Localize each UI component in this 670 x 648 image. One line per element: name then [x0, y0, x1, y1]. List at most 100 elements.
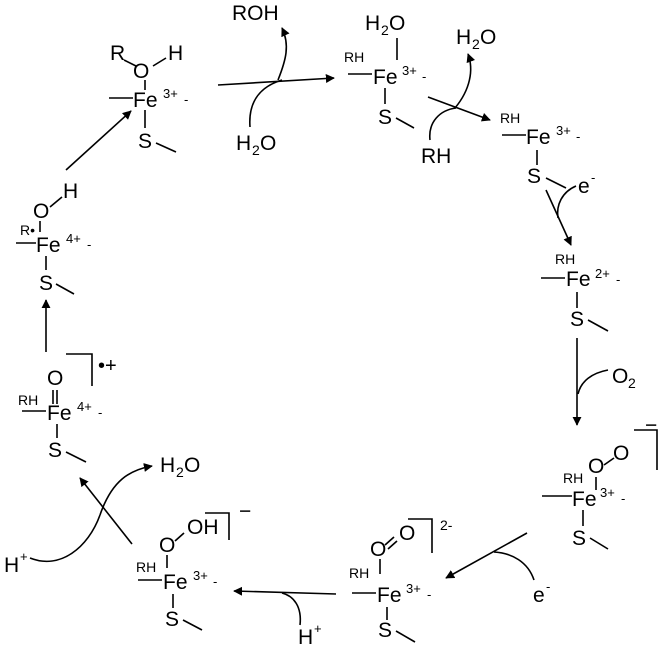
- oxidation-state: 2+: [595, 266, 610, 281]
- radical-r-label: R•: [20, 222, 35, 238]
- s-cys-bond: [182, 619, 203, 631]
- reagent-oxygen-gas: O 2: [612, 365, 636, 391]
- bracket: [408, 518, 433, 553]
- iron-label: Fe: [133, 89, 158, 112]
- proximal-oxygen-label: O: [370, 538, 386, 561]
- substrate-rh-label: RH: [500, 110, 520, 126]
- iron-label: Fe: [377, 584, 402, 607]
- arrow-proton-in-left: [29, 514, 101, 563]
- electron-charge: -: [546, 579, 550, 594]
- s-cys-bond: [545, 177, 567, 189]
- iron-label: Fe: [163, 571, 188, 594]
- electron-label: e: [533, 584, 545, 607]
- proximal-oxygen-label: O: [159, 534, 175, 557]
- arrow-proton-in-bottom: [281, 592, 302, 626]
- electron-label: e: [578, 175, 590, 198]
- bracket: [66, 353, 93, 386]
- charge-dash: -: [427, 587, 431, 602]
- charge-dash: -: [621, 491, 625, 506]
- sulfur-label: S: [165, 608, 179, 631]
- bracket: [205, 512, 230, 540]
- sulfur-label: S: [378, 106, 392, 129]
- oxidation-state: 3+: [406, 581, 421, 596]
- reagent-substrate-in: RH: [421, 145, 451, 168]
- substrate-label: RH: [421, 145, 451, 168]
- reagent-electron-1: e -: [578, 170, 595, 198]
- oxidation-state: 3+: [600, 485, 615, 500]
- reagent-proton-bottom: H +: [298, 621, 322, 648]
- water-o: O: [260, 132, 276, 155]
- sulfur-label: S: [48, 439, 62, 462]
- o-o-bond: [603, 457, 615, 466]
- oxidation-state: 3+: [402, 63, 417, 78]
- o-o-bond-b: [387, 540, 398, 550]
- sulfur-label: S: [378, 619, 392, 642]
- arrow-substrate-binding: [427, 96, 491, 122]
- species-ferrous: RH Fe 2+ - S: [541, 251, 620, 332]
- reagent-alcohol-release: ROH: [232, 2, 279, 25]
- reagent-electron-2: e -: [533, 579, 550, 607]
- r-o-bond: [123, 59, 137, 67]
- hydrogen-label: H: [168, 42, 183, 65]
- oxygen-gas-subscript: 2: [628, 375, 636, 391]
- water-o: O: [184, 454, 200, 477]
- substrate-rh-label: RH: [563, 470, 583, 486]
- s-cys-bond: [587, 319, 609, 332]
- oxidation-state: 4+: [77, 399, 92, 414]
- byproduct-water-top-right: H 2 O: [456, 26, 496, 52]
- sulfur-label: S: [527, 165, 541, 188]
- water-subscript: 2: [252, 142, 260, 158]
- species-ferric-hydroperoxo: O OH − RH Fe 3+ - S: [136, 500, 251, 631]
- sulfur-label: S: [572, 527, 586, 550]
- s-cys-bond: [55, 283, 75, 295]
- s-cys-bond: [395, 117, 415, 129]
- water-ligand-o: O: [389, 12, 405, 35]
- charge-dash: -: [422, 69, 426, 84]
- arrow-electron-1-in: [556, 185, 577, 219]
- bracket: [634, 429, 658, 470]
- hydrogen-label: H: [63, 180, 78, 203]
- charge-dash: -: [616, 272, 620, 287]
- sulfur-label: S: [39, 272, 53, 295]
- water-ligand-h: H: [365, 12, 380, 35]
- arrow-first-protonation: [233, 586, 337, 596]
- species-substrate-bound-ferric: RH Fe 3+ - S: [500, 110, 580, 189]
- arrow-water-in: [249, 79, 283, 128]
- o-h-bond: [49, 196, 63, 208]
- iron-label: Fe: [566, 268, 591, 291]
- iron-label: Fe: [526, 126, 551, 149]
- arrow-oxygen-in: [577, 369, 609, 395]
- charge-dash: -: [184, 92, 188, 107]
- water-h: H: [456, 26, 471, 49]
- proton-label: H: [298, 626, 313, 648]
- oxygen-gas-label: O: [612, 365, 628, 388]
- sulfur-label: S: [570, 308, 584, 331]
- water-subscript: 2: [472, 36, 480, 52]
- water-o: O: [480, 26, 496, 49]
- species-aqua-ferric-resting: H 2 O RH Fe 3+ - S: [344, 12, 426, 129]
- arrow-electron-2-in: [493, 551, 535, 581]
- charge-label: •+: [98, 355, 117, 377]
- species-hydroxo-radical-intermediate: R• O H Fe 4+ - S: [16, 180, 91, 295]
- s-cys-bond: [589, 537, 609, 550]
- species-ferric-superoxo: RH O O − Fe 3+ - S: [542, 414, 658, 550]
- arrow-oxygen-rebound: [65, 110, 132, 171]
- iron-label: Fe: [572, 488, 597, 511]
- substrate-rh-label: RH: [344, 49, 364, 65]
- iron-label: Fe: [47, 402, 72, 425]
- electron-charge: -: [591, 170, 595, 185]
- species-compound-i: O •+ RH Fe 4+ - S: [18, 353, 117, 463]
- oxidation-state: 4+: [66, 231, 81, 246]
- hydroxyl-label: OH: [187, 516, 219, 539]
- arrow-alcohol-out: [277, 27, 290, 81]
- oxidation-state: 3+: [556, 123, 571, 138]
- reagent-water-in-top: H 2 O: [236, 132, 276, 158]
- species-ferric-peroxo: O O 2- RH Fe 3+ - S: [349, 517, 453, 643]
- water-ligand-subscript: 2: [381, 22, 389, 38]
- arrow-substrate-in: [429, 107, 457, 141]
- byproduct-water-left: H 2 O: [160, 454, 200, 480]
- oxygen-label: O: [33, 200, 49, 223]
- sulfur-label: S: [138, 130, 152, 153]
- substrate-rh-label: RH: [136, 559, 156, 575]
